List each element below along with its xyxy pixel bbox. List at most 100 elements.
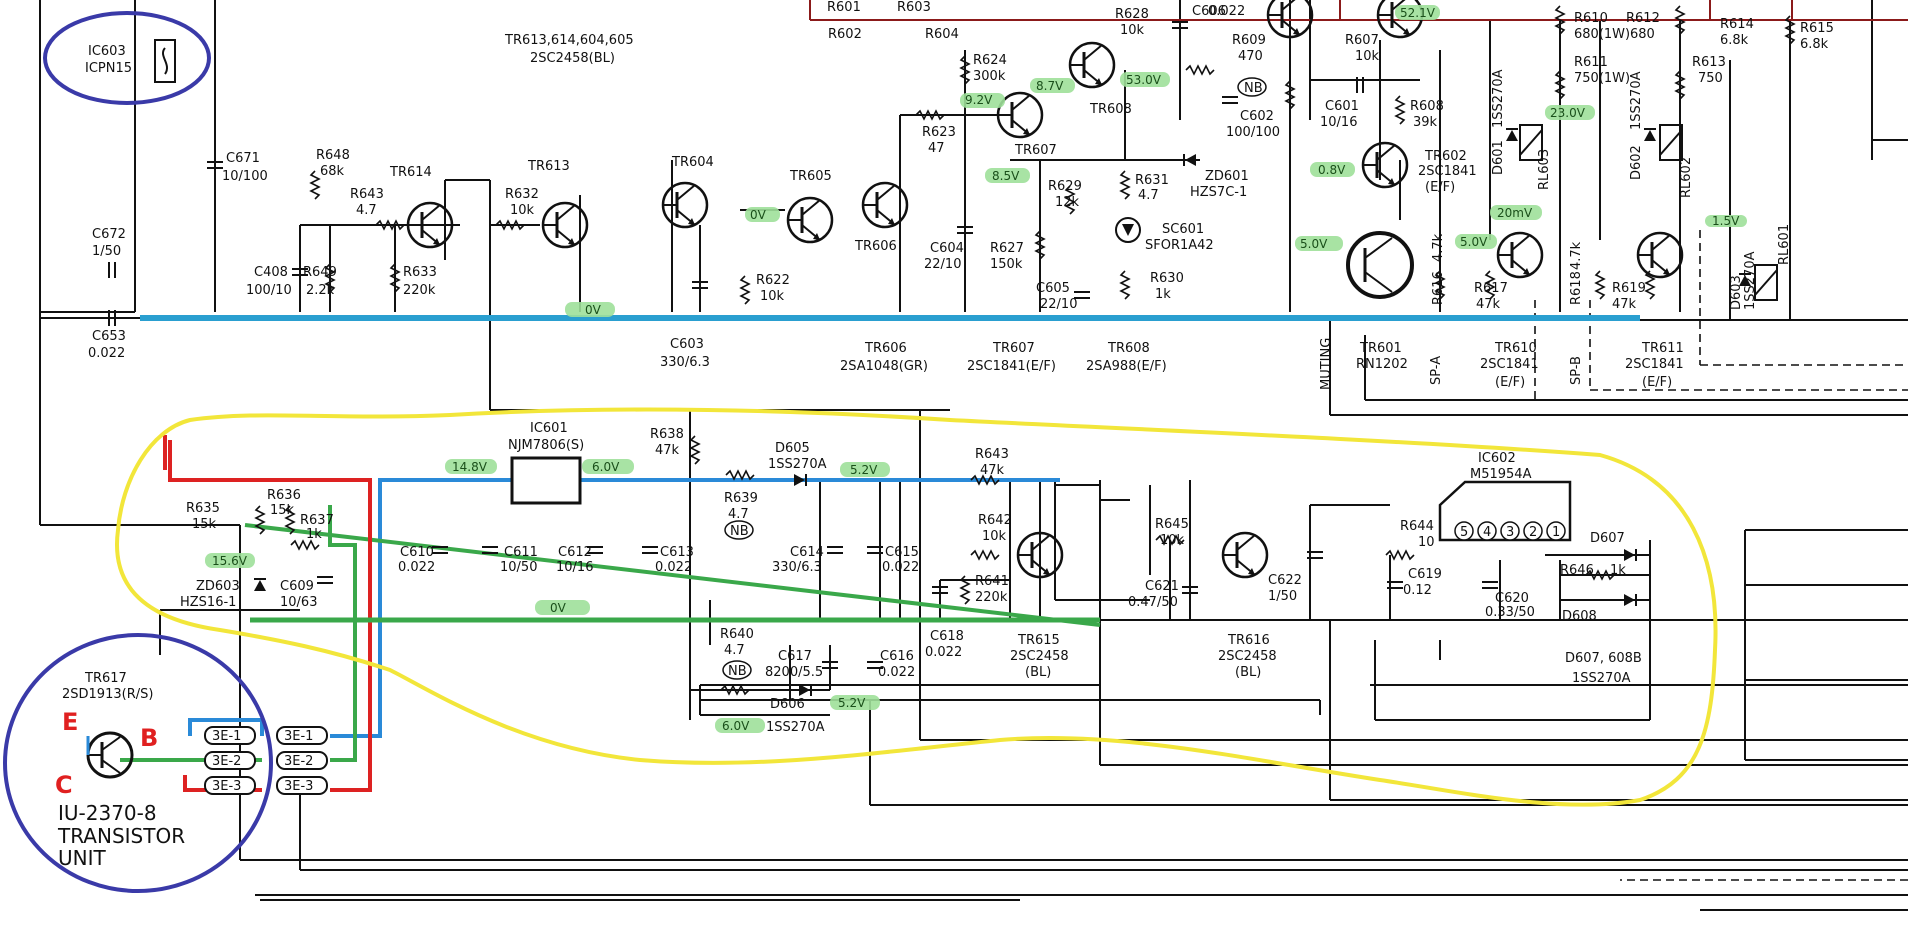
c613-value: 0.022: [655, 560, 692, 575]
ic601-part: NJM7806(S): [508, 438, 584, 453]
voltage-highlights: [205, 5, 1747, 733]
rl601-label: RL601: [1777, 224, 1792, 265]
r638-value: 47k: [655, 443, 680, 458]
volt-15-6: 15.6V: [212, 554, 248, 568]
c622-value: 1/50: [1268, 589, 1297, 604]
ic603-circle-highlight: [43, 11, 211, 105]
r644-label: R644: [1400, 519, 1434, 534]
r644-value: 10: [1418, 535, 1435, 550]
connector-left-2: 3E-2: [212, 754, 241, 769]
c610-label: C610: [400, 545, 434, 560]
c672-value: 1/50: [92, 244, 121, 259]
tr615-part: 2SC2458: [1010, 649, 1069, 664]
r636-label: R636: [267, 488, 301, 503]
r630-value: 1k: [1155, 287, 1171, 302]
c604-label: C604: [930, 241, 964, 256]
connector-right-3: 3E-3: [284, 779, 313, 794]
tr617-label: TR617: [84, 671, 127, 686]
r628-value: 10k: [1120, 23, 1145, 38]
nb-1: NB: [1244, 81, 1263, 96]
rl603-label: RL603: [1537, 149, 1552, 190]
volt-0-b: 0V: [585, 303, 602, 317]
connector-left-1: 3E-1: [212, 729, 241, 744]
c601-value: 10/16: [1320, 115, 1357, 130]
r604-label: R604: [925, 27, 959, 42]
r648-value: 68k: [320, 164, 345, 179]
volt-5-0-b: 5.0V: [1460, 235, 1488, 249]
ic603-part: ICPN15: [85, 61, 132, 76]
regulator-voltages: 14.8V 6.0V 5.2V 15.6V 0V 5.2V 6.0V: [212, 460, 878, 733]
c603-value: 330/6.3: [660, 355, 710, 370]
tr607-legend-part: 2SC1841(E/F): [967, 359, 1056, 374]
tr610-label: TR610: [1494, 341, 1537, 356]
r617-value: 47k: [1476, 297, 1501, 312]
c672-label: C672: [92, 227, 126, 242]
tr604-label: TR604: [671, 155, 714, 170]
r623-label: R623: [922, 125, 956, 140]
d603-part: 1SS270A: [1743, 251, 1758, 310]
r632-value: 10k: [510, 203, 535, 218]
ic602-pin1: 1: [1552, 525, 1560, 540]
c619-label: C619: [1408, 567, 1442, 582]
volt-6-0-b: 6.0V: [722, 719, 750, 733]
c616-label: C616: [880, 649, 914, 664]
d602-part: 1SS270A: [1629, 71, 1644, 130]
c602-value: 100/100: [1226, 125, 1280, 140]
volt-5-2: 5.2V: [850, 463, 878, 477]
r622-label: R622: [756, 273, 790, 288]
volt-8-5: 8.5V: [992, 169, 1020, 183]
r635-value: 15k: [192, 517, 217, 532]
r608-value: 39k: [1413, 115, 1438, 130]
d607-label: D607: [1590, 531, 1625, 546]
ic602-pin2: 2: [1529, 525, 1537, 540]
volt-0-a: 0V: [750, 208, 767, 222]
tr605-label: TR605: [789, 169, 832, 184]
r641-label: R641: [975, 574, 1009, 589]
c602-label: C602: [1240, 109, 1274, 124]
d607-608-part: 1SS270A: [1572, 671, 1631, 686]
c620-value: 0.33/50: [1485, 605, 1535, 620]
tr608-legend-ref: TR608: [1107, 341, 1150, 356]
c610-value: 0.022: [398, 560, 435, 575]
zd601-value: HZS7C-1: [1190, 185, 1247, 200]
c618-label: C618: [930, 629, 964, 644]
r613-label: R613: [1692, 55, 1726, 70]
r635-label: R635: [186, 501, 220, 516]
r641-value: 220k: [975, 590, 1008, 605]
r628-label: R628: [1115, 7, 1149, 22]
r631-label: R631: [1135, 173, 1169, 188]
r648-label: R648: [316, 148, 350, 163]
r643-label: R643: [350, 187, 384, 202]
volt-53-0: 53.0V: [1126, 73, 1162, 87]
labels-top: IC603 ICPN15 TR613,614,604,605 2SC2458(B…: [85, 0, 1834, 390]
d605-label: D605: [775, 441, 810, 456]
ic603-ref: IC603: [88, 44, 126, 59]
tr615-grade: (BL): [1025, 665, 1051, 680]
volt-6-0: 6.0V: [592, 460, 620, 474]
muting-label: MUTING: [1319, 338, 1334, 390]
r631-value: 4.7: [1138, 188, 1159, 203]
rl602-label: RL602: [1679, 157, 1694, 198]
tr614-label: TR614: [389, 165, 432, 180]
tr602-label: TR602: [1424, 149, 1467, 164]
tr611-part: 2SC1841: [1625, 357, 1684, 372]
zd603-part: HZS16-1: [180, 595, 236, 610]
nb-3: NB: [728, 664, 747, 679]
ic602-part: M51954A: [1470, 467, 1532, 482]
volt-5-2-b: 5.2V: [838, 696, 866, 710]
r642-value: 10k: [982, 529, 1007, 544]
sc601-value: SFOR1A42: [1145, 238, 1214, 253]
r637-label: R637: [300, 513, 334, 528]
c617-label: C617: [778, 649, 812, 664]
c604-value: 22/10: [924, 257, 961, 272]
r639-label: R639: [724, 491, 758, 506]
sc601-label: SC601: [1162, 222, 1204, 237]
d606-part: 1SS270A: [766, 720, 825, 735]
yellow-highlight-outline: [115, 407, 1718, 807]
wires: [39, 0, 1908, 911]
c612-label: C612: [558, 545, 592, 560]
r645-value: 10k: [1160, 533, 1185, 548]
c615-label: C615: [885, 545, 919, 560]
c618-value: 0.022: [925, 645, 962, 660]
zd603-label: ZD603: [196, 579, 240, 594]
